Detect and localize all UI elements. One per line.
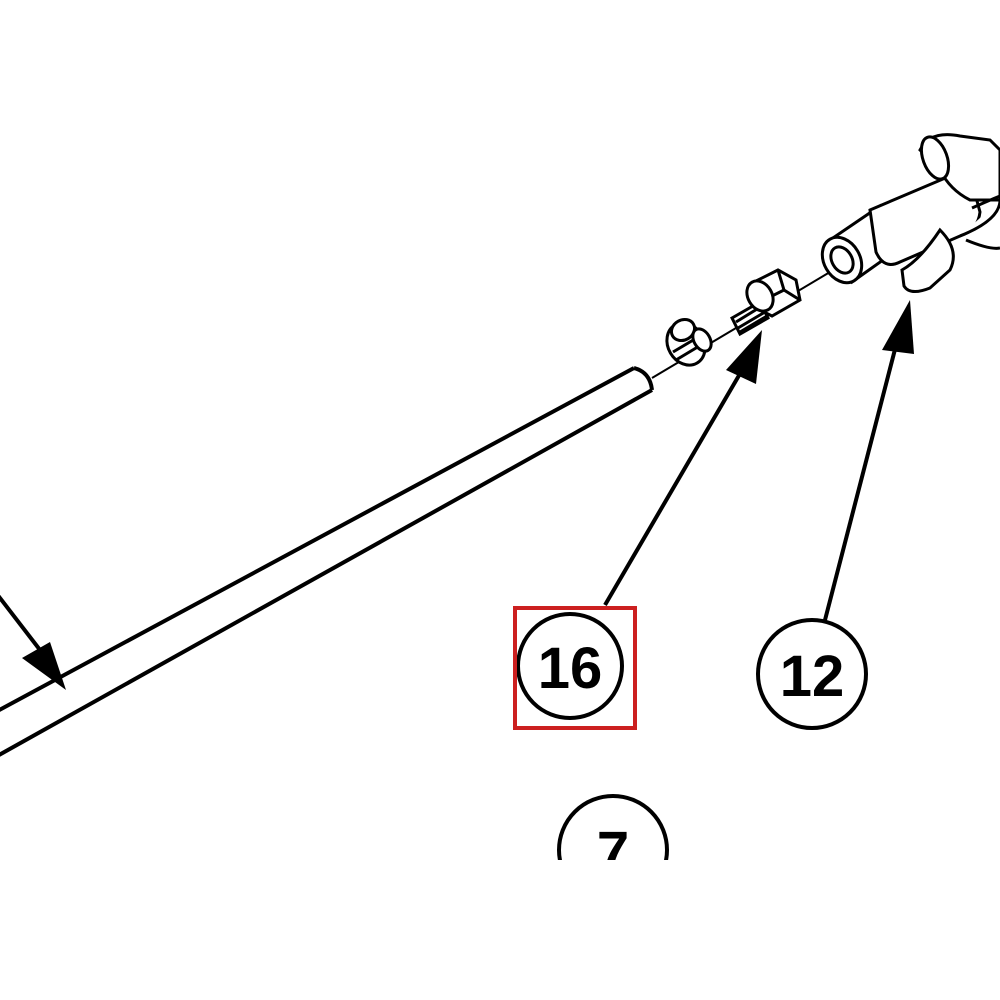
leader-arrow-12 (823, 300, 914, 621)
highlight-box (513, 606, 637, 730)
clip-ferrule (665, 317, 713, 367)
callout-7: 7 (557, 794, 669, 885)
spray-gun-handle (868, 133, 1000, 293)
callout-16-label: 16 (538, 636, 603, 701)
wand-tube (0, 366, 654, 757)
threaded-fitting (730, 268, 802, 337)
leader-arrow-16 (603, 330, 762, 607)
callout-12-label: 12 (780, 644, 845, 709)
callout-16: 16 (516, 612, 624, 720)
leader-arrow-left (0, 594, 66, 690)
callout-7-label: 7 (597, 820, 629, 885)
callout-12: 12 (756, 618, 868, 730)
